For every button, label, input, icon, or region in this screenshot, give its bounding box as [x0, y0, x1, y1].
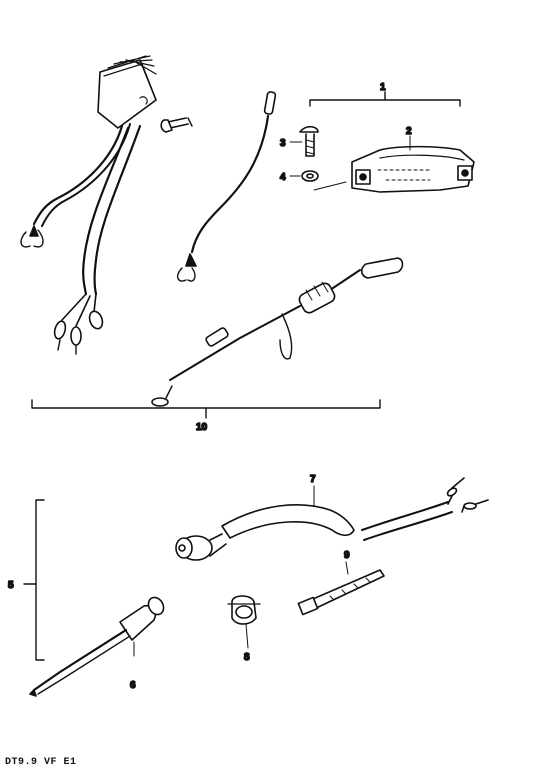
stator-coil-icon: [351, 145, 475, 193]
bracket-5: [23, 499, 45, 661]
model-code-footer: DT9.9 VF E1: [5, 757, 77, 768]
bracket-10: [31, 399, 381, 419]
callout-3: 3: [280, 138, 286, 149]
wire-harness-icon: [151, 257, 404, 407]
callout-10: 10: [196, 422, 208, 433]
callout-5: 5: [8, 580, 14, 591]
callout-7: 7: [310, 474, 316, 485]
cable-icon: [175, 477, 489, 561]
callout-4: 4: [280, 172, 286, 183]
washer-icon: [301, 170, 319, 182]
ground-lead-icon: [176, 91, 277, 282]
bracket-1: [309, 91, 461, 107]
callout-6: 6: [130, 680, 136, 691]
leader-lines: [133, 135, 411, 657]
callout-2: 2: [406, 126, 412, 137]
callout-9: 9: [344, 550, 350, 561]
tie-strap-icon: [297, 569, 385, 616]
bolt-icon: [160, 117, 193, 133]
callout-1: 1: [380, 82, 386, 93]
leader-line: [313, 181, 347, 191]
clamp-icon: [227, 595, 261, 625]
rectifier-regulator-icon: [20, 55, 157, 355]
connector-icon: [29, 596, 165, 697]
callout-8: 8: [244, 652, 250, 663]
screw-icon: [299, 125, 319, 157]
